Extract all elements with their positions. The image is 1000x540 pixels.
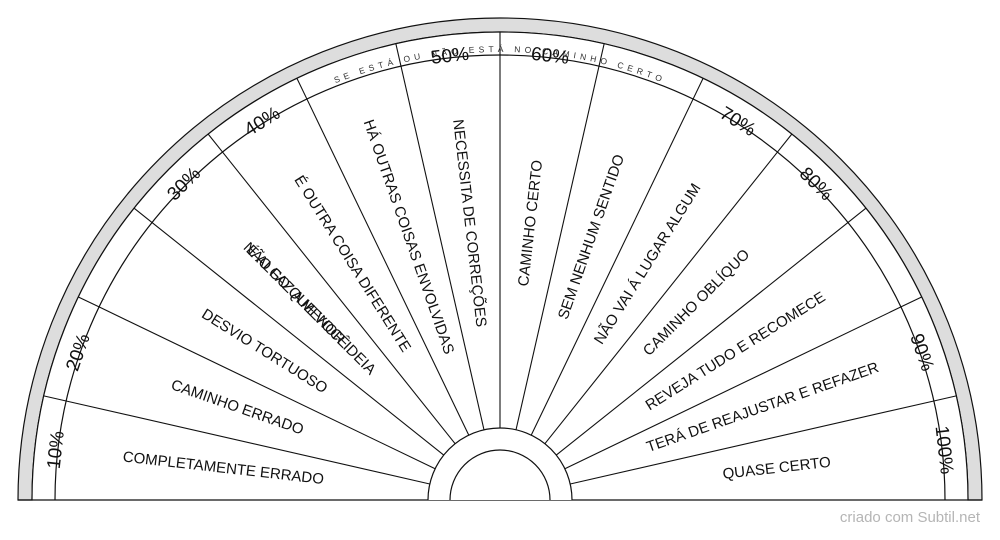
- segment-divider: [564, 306, 902, 470]
- ring-tick: [207, 133, 223, 153]
- ring-tick: [847, 207, 867, 223]
- segment-divider: [544, 151, 778, 445]
- hub-inner: [449, 449, 551, 501]
- segment-divider: [98, 306, 436, 470]
- ring-tick: [900, 296, 922, 308]
- percent-label: 60%: [530, 44, 570, 69]
- ring-tick: [133, 207, 153, 223]
- segment-divider: [66, 400, 430, 485]
- segment-dividers: [43, 32, 957, 485]
- ring-tick: [43, 395, 67, 402]
- ring-tick: [598, 43, 605, 67]
- ring-tick: [395, 43, 402, 67]
- segment-divider: [555, 222, 849, 456]
- ring-tick: [933, 395, 957, 402]
- ring-tick: [296, 78, 308, 100]
- percent-label: 10%: [44, 430, 69, 470]
- ring-tick: [777, 133, 793, 153]
- segment-divider: [570, 400, 934, 485]
- ring-tick: [78, 296, 100, 308]
- center-hub: [427, 427, 573, 501]
- percent-label: 50%: [430, 44, 470, 69]
- credit-text: criado com Subtil.net: [839, 509, 980, 526]
- segment-divider: [222, 151, 456, 445]
- segment-divider: [530, 98, 694, 436]
- segment-divider: [400, 66, 485, 430]
- segment-divider: [306, 98, 470, 436]
- segment-divider: [151, 222, 445, 456]
- ring-tick: [692, 78, 704, 100]
- segment-divider: [515, 66, 600, 430]
